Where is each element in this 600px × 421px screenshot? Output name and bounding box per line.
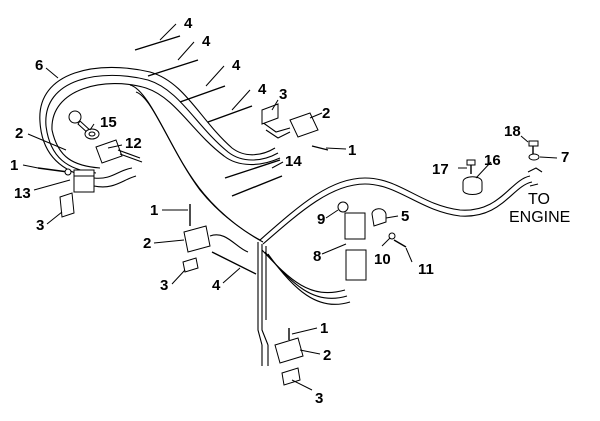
- callout-10: 10: [374, 251, 391, 268]
- callout-7: 7: [561, 149, 569, 166]
- callout-11: 11: [418, 261, 434, 278]
- callout-1-d: 1: [320, 320, 328, 337]
- regulator: [344, 212, 367, 281]
- callout-3-a: 3: [279, 86, 287, 103]
- callout-labels: 4 4 4 4 6 3 2 1 15 2 12 1 13 3 14 1 2 3 …: [10, 15, 570, 407]
- callout-4-a: 4: [184, 15, 193, 32]
- bracket-left: [59, 192, 75, 218]
- screw-18: [528, 140, 540, 161]
- bolt-upper: [311, 145, 329, 151]
- callout-3-c: 3: [160, 277, 168, 294]
- engine-label-line2: ENGINE: [509, 209, 570, 226]
- callout-12: 12: [125, 135, 142, 152]
- bracket-middle: [182, 257, 199, 273]
- callout-9: 9: [317, 211, 325, 228]
- nut-10: [388, 232, 396, 240]
- cable-ties-14: [224, 159, 283, 197]
- callout-18: 18: [504, 123, 521, 140]
- leader-lines: [22, 23, 558, 391]
- bolt-11: [393, 239, 407, 248]
- relay-upper: [261, 112, 319, 139]
- clip-16: [462, 176, 483, 195]
- relay-middle: [183, 225, 249, 253]
- callout-14: 14: [285, 153, 302, 170]
- callout-5: 5: [401, 208, 409, 225]
- main-harness: [39, 66, 543, 346]
- connector-left: [73, 167, 137, 193]
- callout-6: 6: [35, 57, 43, 74]
- callout-8: 8: [313, 248, 321, 265]
- cable-ties: [134, 35, 257, 275]
- callout-4-e: 4: [212, 277, 221, 294]
- callout-2-c: 2: [143, 235, 151, 252]
- washer-9: [337, 201, 349, 213]
- callout-16: 16: [484, 152, 501, 169]
- relay-lower: [261, 337, 304, 366]
- bracket-upper: [261, 103, 279, 125]
- callout-17: 17: [432, 161, 449, 178]
- bolt-left: [37, 167, 72, 176]
- callout-4-d: 4: [258, 81, 267, 98]
- bracket-lower: [281, 367, 301, 386]
- callout-15: 15: [100, 114, 117, 131]
- callout-13: 13: [14, 185, 31, 202]
- engine-label-line1: TO: [528, 191, 550, 208]
- callout-2-a: 2: [322, 105, 330, 122]
- callout-3-d: 3: [315, 390, 323, 407]
- callout-2-b: 2: [15, 125, 23, 142]
- callout-4-c: 4: [232, 57, 241, 74]
- callout-2-d: 2: [323, 347, 331, 364]
- clamp-5: [371, 208, 387, 227]
- callout-4-b: 4: [202, 33, 211, 50]
- switch-body: [95, 139, 143, 164]
- key-switch: [84, 128, 100, 140]
- callout-1-a: 1: [348, 142, 356, 159]
- callout-1-c: 1: [150, 202, 158, 219]
- callout-1-b: 1: [10, 157, 18, 174]
- callout-3-b: 3: [36, 217, 44, 234]
- screw-17: [466, 159, 476, 174]
